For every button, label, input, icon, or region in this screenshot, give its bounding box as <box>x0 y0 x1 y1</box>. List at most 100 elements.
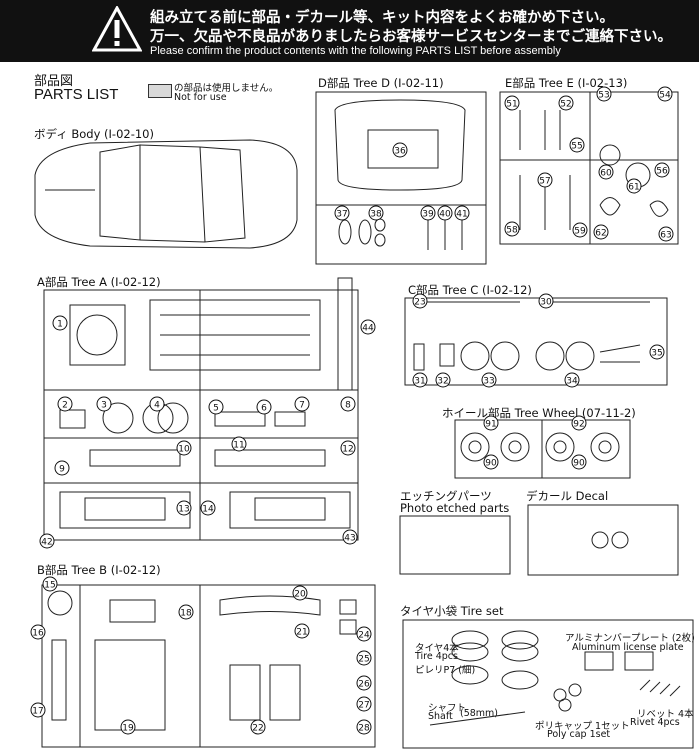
part-number-circle <box>649 344 665 360</box>
legend-text-jp: の部品は使用しません。 <box>174 83 279 94</box>
section-body-label: ボディ Body (I-02-10) <box>34 127 154 141</box>
part-number-6: 6 <box>261 404 267 414</box>
part-number-circle <box>200 500 216 516</box>
part-number-circle <box>356 626 372 642</box>
part-number-8: 8 <box>345 401 351 411</box>
rivet-label-en: Rivet 4pcs <box>630 717 680 728</box>
tree-e-drawing <box>499 91 679 245</box>
shaft-length: (58mm) <box>460 708 499 719</box>
part-number-circle <box>596 86 612 102</box>
part-number-31: 31 <box>414 377 425 387</box>
shaft-label-jp: シャフト <box>428 703 467 714</box>
body-shell-drawing <box>34 139 298 249</box>
part-number-circle <box>483 454 499 470</box>
part-number-90: 90 <box>573 459 585 469</box>
part-number-60: 60 <box>600 169 612 179</box>
warning-banner: 組み立てる前に部品・デカール等、キット内容をよくお確かめ下さい。 万一、欠品や不… <box>0 0 699 62</box>
part-number-circle <box>256 399 272 415</box>
section-tire-set-label: タイヤ小袋 Tire set <box>400 604 504 618</box>
part-number-circle <box>356 675 372 691</box>
part-number-circle <box>334 205 350 221</box>
part-number-circle <box>412 293 428 309</box>
part-number-17: 17 <box>32 707 43 717</box>
tire-label-en: Tire 4pcs <box>415 651 458 662</box>
tree-c-drawing <box>404 297 668 386</box>
part-number-circle <box>558 95 574 111</box>
part-number-10: 10 <box>178 445 190 455</box>
part-number-52: 52 <box>560 100 571 110</box>
part-number-circle <box>420 205 436 221</box>
part-number-21: 21 <box>296 628 307 638</box>
plate-label-en: Aluminum license plate <box>572 642 684 653</box>
section-tree-c-label: C部品 Tree C (I-02-12) <box>408 283 532 297</box>
part-number-41: 41 <box>456 210 467 220</box>
part-number-circle <box>30 702 46 718</box>
part-number-circle <box>96 396 112 412</box>
part-number-circle <box>569 137 585 153</box>
part-number-circle <box>537 172 553 188</box>
part-number-44: 44 <box>362 324 374 334</box>
part-number-43: 43 <box>344 534 355 544</box>
part-number-circle <box>504 95 520 111</box>
part-number-32: 32 <box>437 377 448 387</box>
part-number-90: 90 <box>485 459 497 469</box>
part-number-circle <box>294 396 310 412</box>
part-number-91: 91 <box>485 420 496 430</box>
part-number-circle <box>340 396 356 412</box>
part-number-18: 18 <box>180 609 192 619</box>
part-number-circle <box>52 315 68 331</box>
part-number-circle <box>626 178 642 194</box>
part-number-circle <box>481 372 497 388</box>
section-tree-d-label: D部品 Tree D (I-02-11) <box>318 76 444 90</box>
part-number-circle <box>504 221 520 237</box>
part-number-7: 7 <box>299 401 305 411</box>
plate-label-jp: アルミナンバープレート (2枚) <box>565 633 695 644</box>
tree-wheel-drawing <box>454 419 631 479</box>
part-number-11: 11 <box>233 441 244 451</box>
part-number-circle <box>538 293 554 309</box>
legend-text-en: Not for use <box>174 92 227 103</box>
part-number-circle <box>176 440 192 456</box>
decal-sheet-drawing <box>527 504 679 576</box>
tire-set-drawing <box>402 619 694 749</box>
part-number-circle <box>356 696 372 712</box>
part-number-56: 56 <box>656 167 668 177</box>
part-number-circle <box>231 436 247 452</box>
part-number-circle <box>178 604 194 620</box>
part-number-35: 35 <box>651 349 662 359</box>
part-number-circle <box>572 222 588 238</box>
banner-line-1: 組み立てる前に部品・デカール等、キット内容をよくお確かめ下さい。 <box>150 10 614 26</box>
shaft-label-en: Shaft <box>428 711 453 722</box>
part-number-19: 19 <box>122 724 134 734</box>
part-number-40: 40 <box>439 210 451 220</box>
part-number-33: 33 <box>483 377 494 387</box>
part-number-51: 51 <box>506 100 517 110</box>
part-number-5: 5 <box>213 404 219 414</box>
not-for-use-swatch <box>148 84 172 98</box>
banner-line-2: 万一、欠品や不良品がありましたらお客様サービスセンターまでご連絡下さい。 <box>150 29 672 45</box>
part-number-circle <box>657 86 673 102</box>
part-number-circle <box>342 529 358 545</box>
part-number-30: 30 <box>540 298 552 308</box>
section-etched-label-en: Photo etched parts <box>400 501 510 515</box>
part-number-circle <box>340 440 356 456</box>
section-etched-label-jp: エッチングパーツ <box>400 489 492 503</box>
part-number-27: 27 <box>358 701 369 711</box>
part-number-circle <box>42 576 58 592</box>
parts-list-title-en: PARTS LIST <box>34 86 119 103</box>
part-number-circle <box>39 533 55 549</box>
part-number-13: 13 <box>178 505 189 515</box>
part-number-circle <box>30 624 46 640</box>
part-number-circle <box>483 415 499 431</box>
part-number-circle <box>368 205 384 221</box>
part-number-57: 57 <box>539 177 550 187</box>
part-number-37: 37 <box>336 210 347 220</box>
part-number-circle <box>654 162 670 178</box>
rivet-label-jp: リベット 4本 <box>637 709 694 720</box>
part-number-circle <box>564 372 580 388</box>
tire-note: ピレリP7 (細) <box>415 665 476 676</box>
part-number-3: 3 <box>101 401 107 411</box>
part-number-14: 14 <box>202 505 214 515</box>
part-number-28: 28 <box>358 724 370 734</box>
